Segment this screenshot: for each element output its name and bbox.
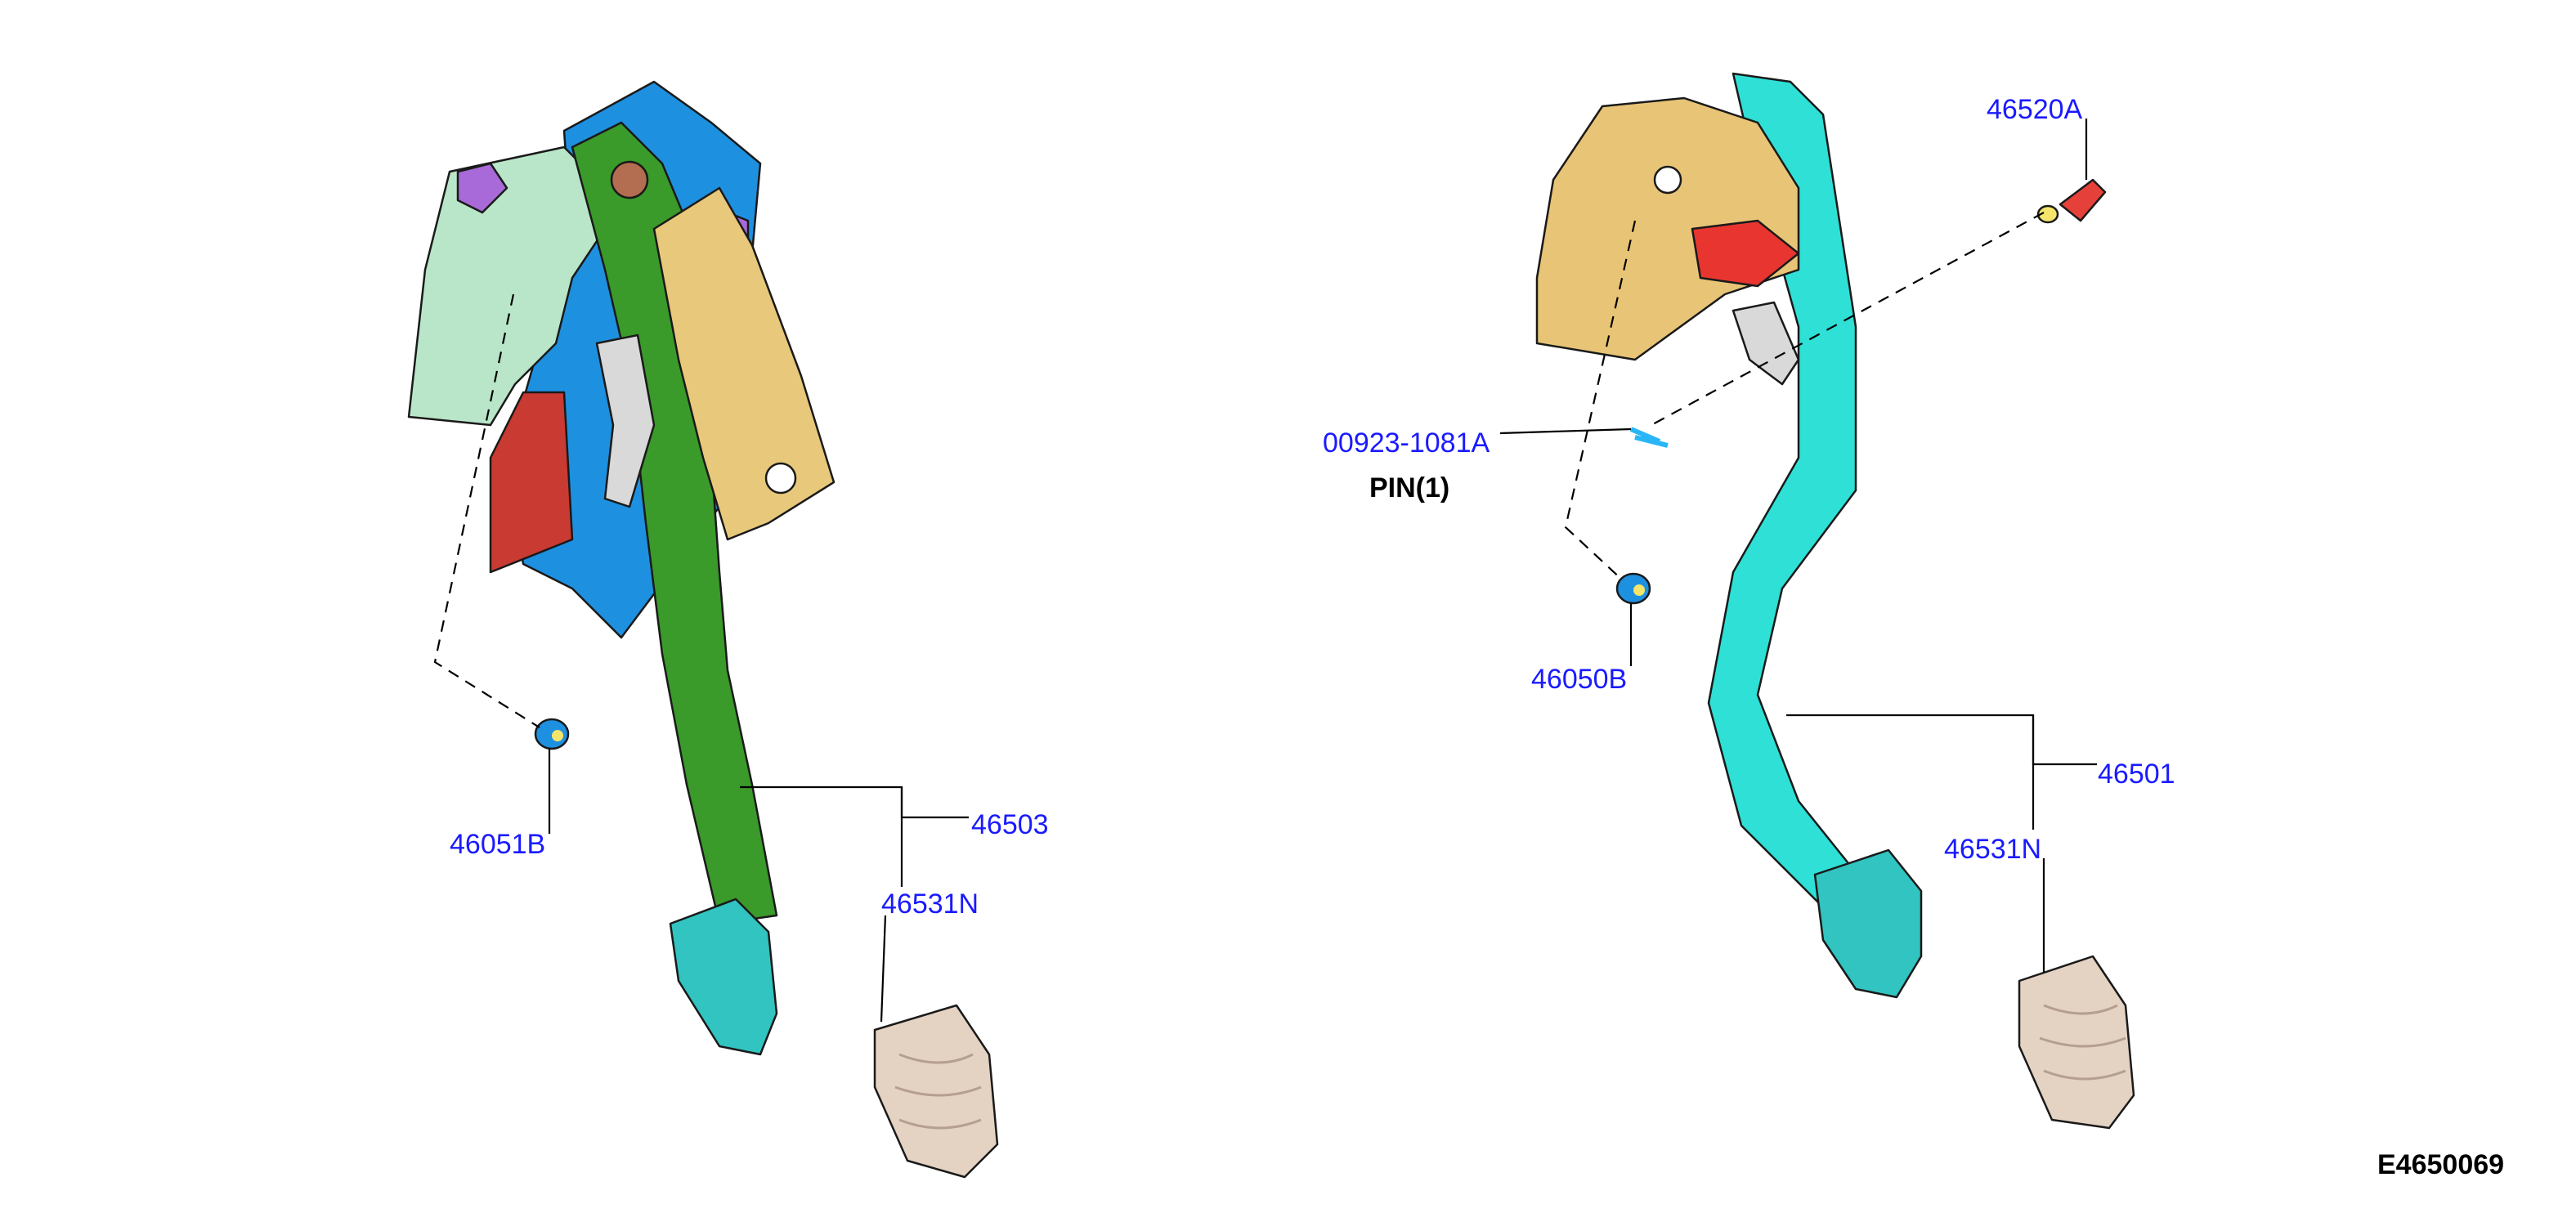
right-pad-cover [2018, 955, 2135, 1130]
right-pedal-pad [1813, 848, 1923, 999]
left-nut [534, 718, 570, 750]
right-nut-dashed-leader [1564, 220, 1637, 581]
left-pedal-pad [669, 897, 778, 1056]
left-hinge-bracket [595, 333, 656, 508]
left-pivot-bolt [610, 160, 649, 199]
callout-46531N-right: 46531N [1944, 834, 2041, 865]
callout-46503: 46503 [971, 809, 1049, 840]
right-pad-cover-ribs [2039, 1004, 2126, 1081]
right-pin [2059, 178, 2107, 222]
right-bracket-hole [1653, 165, 1682, 195]
right-nut-bore [1633, 584, 1645, 596]
right-46501-leader [1786, 714, 2097, 766]
left-nut-dashed-leader [433, 293, 540, 728]
right-00923-1081A-leader [1499, 427, 1632, 435]
left-pedal-assembly [407, 80, 999, 1179]
callout-00923-1081A: 00923-1081A [1323, 427, 1490, 459]
callout-46501: 46501 [2098, 759, 2175, 790]
callout-46051B: 46051B [450, 829, 545, 860]
left-nut-bore [552, 730, 563, 741]
right-red-block [1691, 219, 1800, 288]
left-plate-hole [764, 462, 797, 495]
right-nut [1615, 572, 1651, 605]
left-pad-cover-ribs [894, 1053, 982, 1130]
left-plate [652, 186, 836, 541]
callout-46520A: 46520A [1987, 94, 2083, 125]
left-clip-top [456, 162, 508, 214]
right-link [1732, 301, 1800, 386]
left-46531N-cover-leader [880, 915, 887, 1023]
left-pad-cover [873, 1004, 999, 1179]
right-pin-dashed-leader [1651, 212, 2045, 426]
figure-code: E4650069 [2377, 1149, 2504, 1180]
right-bracket [1535, 96, 1800, 361]
right-spring-pin [1629, 427, 1669, 448]
right-pin-washer [2036, 204, 2059, 224]
left-red-plate [489, 391, 574, 574]
callout-46050B: 46050B [1531, 664, 1627, 695]
callout-pin-note: PIN(1) [1369, 472, 1449, 504]
callout-46531N-left: 46531N [881, 888, 979, 920]
left-46503-leader [740, 786, 969, 819]
right-pedal-assembly [1499, 72, 2135, 1130]
